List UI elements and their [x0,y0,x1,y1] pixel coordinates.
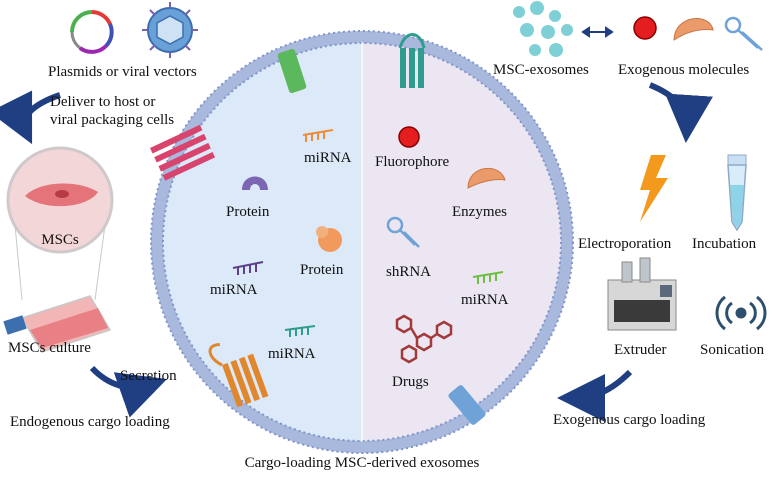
label-sonication: Sonication [700,342,765,358]
sonication-icon [715,295,767,331]
lightning-icon [640,155,668,222]
exosome-body [150,30,574,454]
cell-icon [6,146,114,301]
label-deliver-line2: viral packaging cells [50,112,175,128]
virus-icon [142,2,198,58]
fluorophore-icon [398,126,420,148]
label-plasmids: Plasmids or viral vectors [48,64,197,80]
protein-icon [316,226,342,252]
label-extruder: Extruder [614,342,667,358]
label-exogenous-loading: Exogenous cargo loading [553,412,706,428]
label-mscs-culture: MSCs culture [8,340,91,356]
label-deliver-line1: Deliver to host or [50,94,156,110]
double-arrow-icon [581,26,614,38]
membrane-protein-icon [150,33,486,425]
arrow-secretion [89,365,167,418]
extruder-icon [607,257,677,331]
label-drugs: Drugs [392,374,429,390]
label-protein-left: Protein [226,204,270,220]
mirna-icon [284,325,316,337]
plasmid-icon [70,10,114,54]
label-mirna-right: miRNA [461,292,509,308]
arrow-exogenous [648,82,713,143]
exosome-cluster-icon [513,1,573,57]
tube-icon [727,154,747,232]
label-enzymes: Enzymes [452,204,507,220]
label-secretion: Secretion [120,368,177,384]
label-mscs: MSCs [41,232,79,248]
label-mirna-top: miRNA [304,150,352,166]
label-electroporation: Electroporation [578,236,672,252]
flask-icon [3,295,112,353]
label-mirna-mid: miRNA [210,282,258,298]
fluorophore-icon [633,16,657,40]
protein-icon [242,176,268,190]
label-fluorophore: Fluorophore [375,154,450,170]
enzyme-icon [467,167,506,189]
label-mirna-bottom: miRNA [268,346,316,362]
label-exogenous-molecules: Exogenous molecules [618,62,750,78]
mirna-icon [232,261,264,275]
enzyme-icon [673,18,714,41]
label-shrna: shRNA [386,264,432,280]
arrow-exogenous-loading [557,369,633,422]
shrna-icon [724,16,763,51]
label-msc-exosomes: MSC-exosomes [493,62,589,78]
drugs-icon [395,314,453,364]
label-incubation: Incubation [692,236,757,252]
label-protein-right: Protein [300,262,344,278]
arrow-deliver [0,90,61,145]
label-bottom-title: Cargo-loading MSC-derived exosomes [244,455,480,471]
shrna-icon [386,216,420,248]
label-endogenous: Endogenous cargo loading [10,414,170,430]
mirna-icon [302,129,334,142]
mirna-icon [472,271,504,284]
